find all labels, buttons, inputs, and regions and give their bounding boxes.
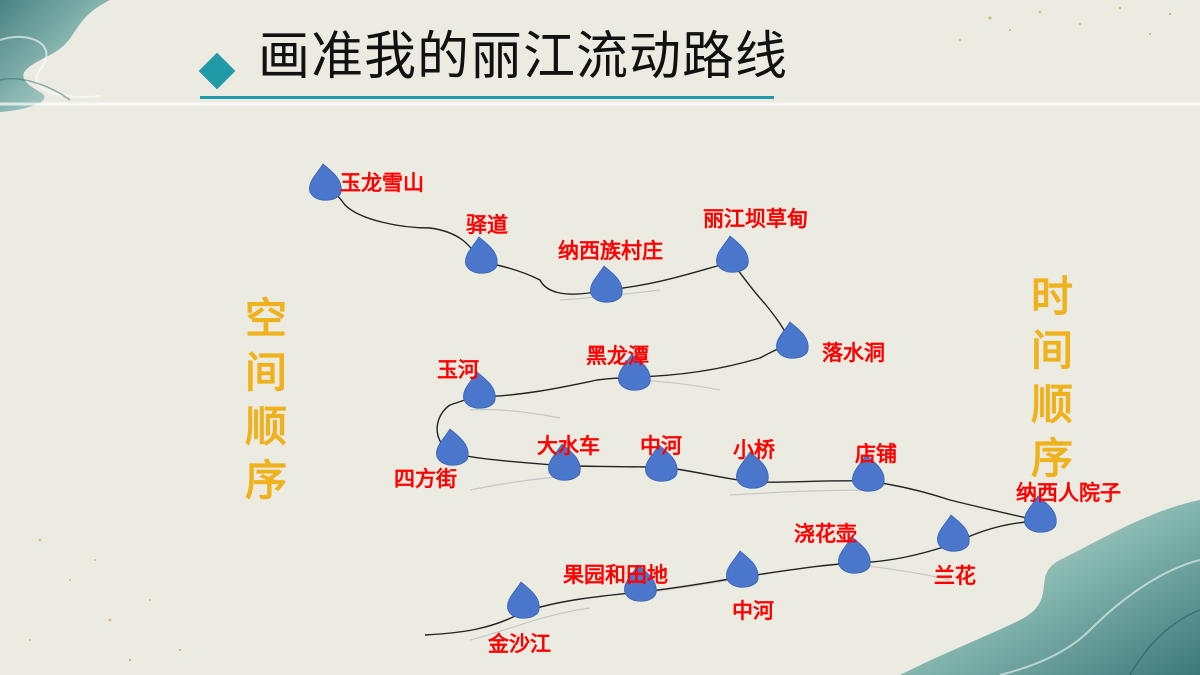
stop-label-sifangjie: 四方街 xyxy=(394,467,457,491)
water-drop-icon-yulong xyxy=(309,163,342,201)
gold-flecks xyxy=(29,6,1172,662)
stop-label-lanhua: 兰花 xyxy=(934,564,976,588)
water-drop-icon-lijiangba xyxy=(716,235,749,273)
wave-bottom-right-stroke-2 xyxy=(1129,609,1200,675)
wave-bottom-right-stroke xyxy=(999,559,1200,675)
stop-label-lijiangba: 丽江坝草甸 xyxy=(703,207,808,231)
stop-label-naxi-yuanzi: 纳西人院子 xyxy=(1016,481,1121,505)
stop-label-dianpu: 店铺 xyxy=(855,442,897,466)
stop-label-dashuiche: 大水车 xyxy=(537,434,600,458)
water-drop-icon-yidao xyxy=(465,236,498,274)
stop-label-yuhe: 玉河 xyxy=(437,358,479,382)
stop-label-naxi-cunzhuang: 纳西族村庄 xyxy=(558,239,663,263)
spatial-order-label: 空间顺序 xyxy=(244,294,287,505)
water-drop-icon-guoyuan xyxy=(624,564,657,602)
stop-label-guoyuan: 果园和田地 xyxy=(563,563,668,587)
title-underline xyxy=(200,96,774,99)
water-drop-icon-jinshajiang xyxy=(507,581,540,619)
water-drop-icon-lanhua xyxy=(937,514,970,552)
water-drop-icon-yuhe xyxy=(463,371,496,409)
stop-label-yidao: 驿道 xyxy=(466,213,508,237)
stop-label-xiaoqiao: 小桥 xyxy=(733,438,775,462)
wave-top-left-stroke-2 xyxy=(0,78,71,101)
stop-label-luoshuidong: 落水洞 xyxy=(822,341,885,365)
stop-label-zhonghe-lower: 中河 xyxy=(732,599,774,623)
water-drops xyxy=(309,163,1057,619)
water-drop-icon-dashuiche xyxy=(548,443,581,481)
water-drop-icon-zhonghe-upper xyxy=(645,444,678,482)
stop-label-heilongtan: 黑龙潭 xyxy=(586,344,649,368)
stop-label-jiaohuahu: 浇花壶 xyxy=(794,522,857,546)
wave-top-left-stroke xyxy=(0,35,101,98)
water-drop-icon-heilongtan xyxy=(618,353,651,391)
water-drop-icon-luoshuidong xyxy=(776,321,809,359)
water-drop-icon-sifangjie xyxy=(436,428,469,466)
temporal-order-label: 时间顺序 xyxy=(1030,272,1073,483)
water-drop-icon-xiaoqiao xyxy=(736,451,769,489)
river-path xyxy=(324,186,1041,636)
stop-label-zhonghe-upper: 中河 xyxy=(640,434,682,458)
stop-label-yulong: 玉龙雪山 xyxy=(340,171,424,195)
water-drop-icon-naxi-cunzhuang xyxy=(590,265,623,303)
wave-bottom-right xyxy=(900,500,1200,675)
page-title: 画准我的丽江流动路线 xyxy=(258,27,789,87)
wave-top-left xyxy=(0,0,110,112)
water-drop-icon-naxi-yuanzi xyxy=(1024,495,1057,533)
water-drop-icon-dianpu xyxy=(852,454,885,492)
water-drop-icon-zhonghe-lower xyxy=(726,550,759,588)
stop-label-jinshajiang: 金沙江 xyxy=(488,632,551,656)
water-drop-icon-jiaohuahu xyxy=(838,536,871,574)
